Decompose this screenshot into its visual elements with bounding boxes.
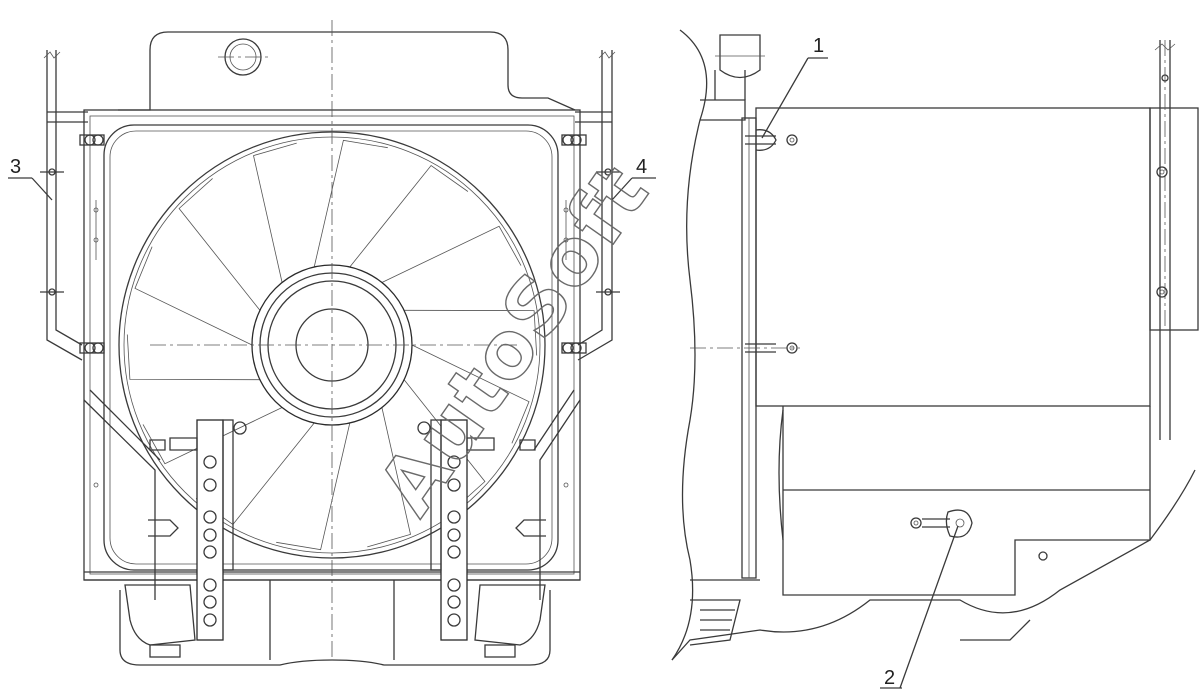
side-bolts (745, 129, 1168, 538)
front-view (40, 20, 620, 666)
latch-2 (945, 509, 973, 538)
fan-blade (411, 344, 530, 444)
bracket-hole (203, 545, 217, 559)
fan-blade (126, 334, 260, 381)
side-shroud-upper (755, 107, 1151, 407)
bracket-hole (447, 528, 461, 542)
right-support-rod (533, 389, 581, 600)
callout-1: 1 (761, 35, 828, 139)
latch-1 (755, 129, 777, 151)
fan-blade (367, 407, 411, 548)
bracket-hole (203, 578, 217, 592)
fan-blade (313, 139, 388, 268)
left-mount-bracket (169, 419, 247, 641)
fan-blade (253, 142, 297, 283)
callout-2: 2 (880, 525, 959, 689)
bracket-hole (447, 478, 461, 492)
bracket-hole (447, 545, 461, 559)
bracket-hole (203, 455, 217, 469)
right-mount-bracket (417, 419, 495, 641)
right-post (577, 50, 613, 361)
frame-slots (93, 200, 569, 488)
fan-blade (142, 407, 283, 465)
bracket-hole (203, 528, 217, 542)
side-inlet-pipe (719, 34, 761, 79)
callout-1-label: 1 (813, 35, 824, 57)
bracket-hole (447, 455, 461, 469)
bracket-hole (203, 510, 217, 524)
bracket-hole (447, 595, 461, 609)
fan-blade (381, 225, 522, 283)
callout-4: 4 (611, 156, 656, 201)
side-outline-wave (671, 29, 708, 661)
bottom-base (119, 590, 551, 666)
callout-3-label: 3 (10, 156, 21, 178)
callout-2-label: 2 (884, 667, 895, 689)
side-shroud-lower (782, 406, 1151, 596)
bracket-hole (447, 578, 461, 592)
left-post (46, 50, 83, 361)
fan-blade (134, 246, 253, 346)
bracket-hole (203, 613, 217, 627)
corner-bolts (40, 134, 620, 354)
bracket-hole (447, 510, 461, 524)
callout-4-label: 4 (636, 156, 647, 178)
callout-3: 3 (8, 156, 53, 201)
left-support-rod (83, 389, 161, 600)
bracket-hole (203, 595, 217, 609)
top-housing (118, 31, 576, 111)
bracket-hole (447, 613, 461, 627)
fan-blade (349, 164, 469, 268)
fan-blade (404, 309, 538, 356)
bracket-hole (203, 478, 217, 492)
fan-blade (276, 422, 351, 551)
side-view (671, 29, 1199, 661)
fan-blade (178, 178, 261, 311)
